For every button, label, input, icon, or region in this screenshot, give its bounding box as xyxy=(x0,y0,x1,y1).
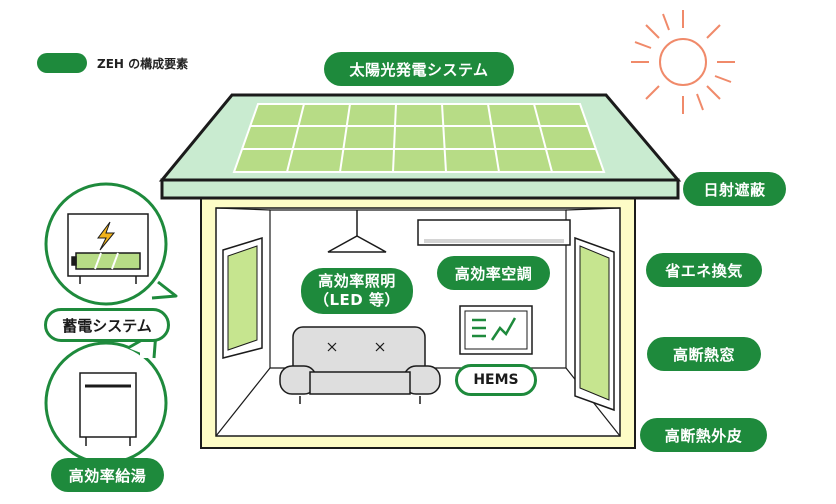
label-solar-power: 太陽光発電システム xyxy=(324,52,514,86)
sun-icon xyxy=(631,10,735,114)
label-solar-shading: 日射遮蔽 xyxy=(683,172,786,206)
label-efficient-ac: 高効率空調 xyxy=(437,256,550,290)
label-efficient-lighting-line1: 高効率照明 xyxy=(318,272,396,290)
label-insulated-envelope: 高断熱外皮 xyxy=(640,418,767,452)
label-efficient-lighting-line2: （LED 等） xyxy=(314,291,400,309)
monitor-icon xyxy=(459,305,533,355)
side-window-right xyxy=(574,236,615,412)
lightning-icon xyxy=(97,221,116,251)
pendant-lamp-icon xyxy=(327,210,387,253)
label-battery-system: 蓄電システム xyxy=(44,308,170,342)
battery-icon xyxy=(67,213,149,284)
label-efficient-water-heater: 高効率給湯 xyxy=(51,458,164,492)
legend-label: ZEH の構成要素 xyxy=(97,57,189,71)
label-efficient-lighting: 高効率照明 （LED 等） xyxy=(301,268,413,314)
air-conditioner-icon xyxy=(417,219,571,246)
legend-swatch xyxy=(37,53,87,73)
label-hems: HEMS xyxy=(455,364,537,396)
water-heater-icon xyxy=(79,372,137,446)
label-insulated-window: 高断熱窓 xyxy=(647,337,761,371)
sofa-icon xyxy=(279,326,441,404)
label-energy-saving-ventilation: 省エネ換気 xyxy=(646,253,762,287)
solar-panels xyxy=(232,103,606,173)
side-window-left xyxy=(222,236,263,359)
